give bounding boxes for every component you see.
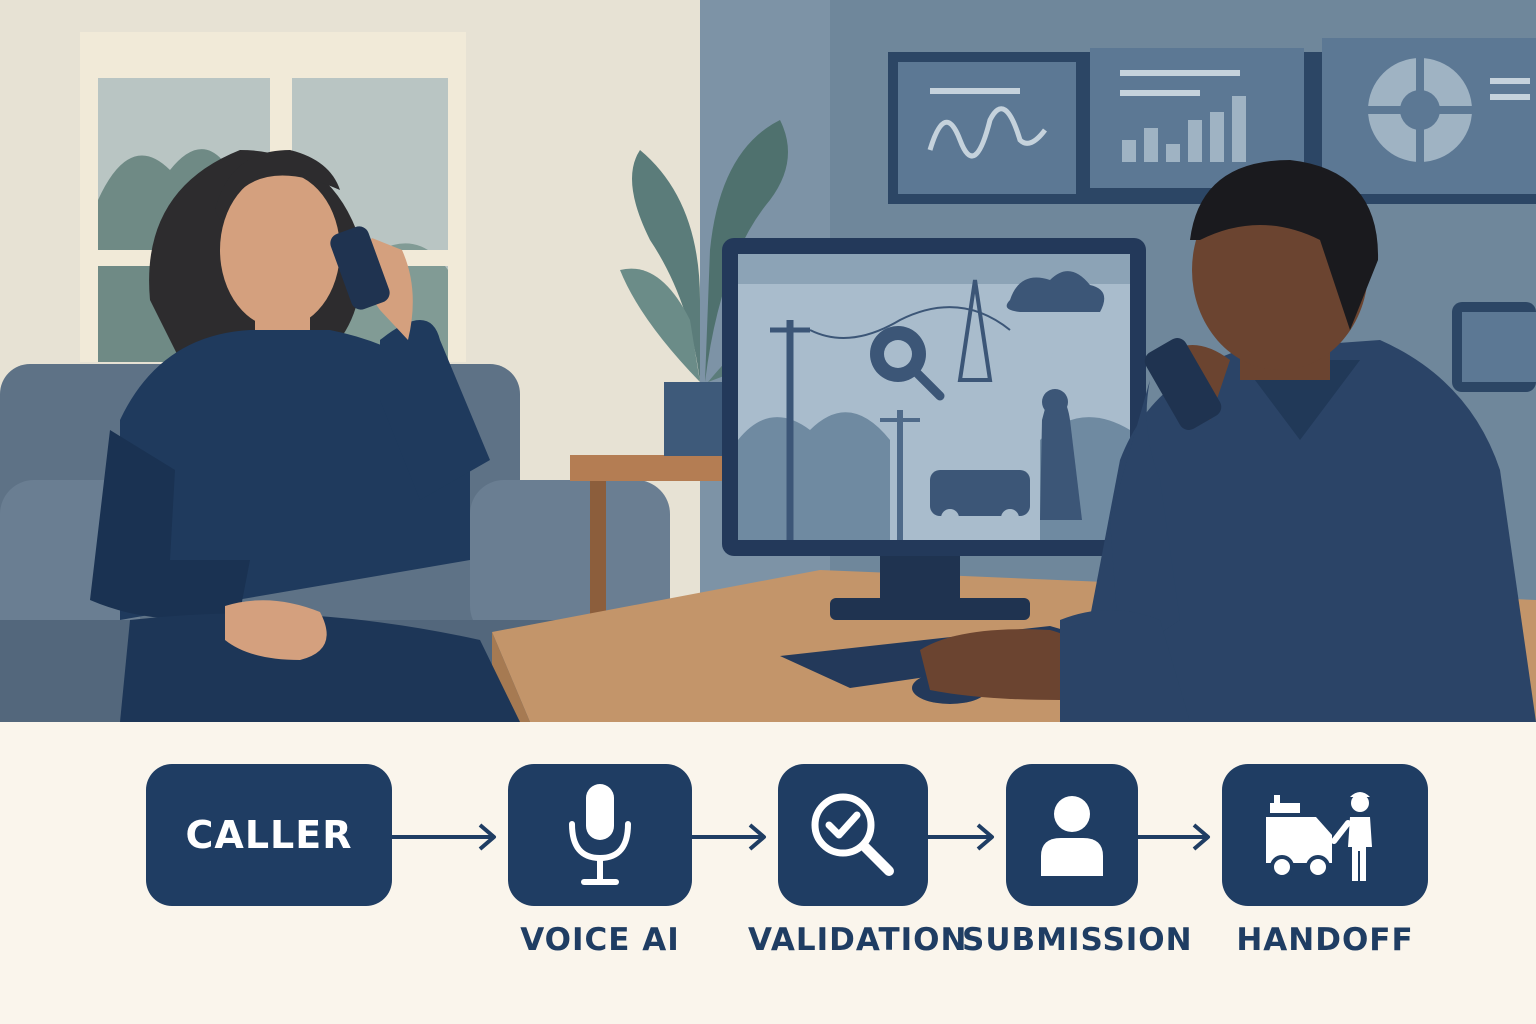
caller-label: CALLER — [185, 813, 353, 857]
magnifier-check-icon — [811, 793, 894, 876]
submission-node — [1006, 764, 1138, 906]
arrow-submission-to-handoff — [1138, 823, 1210, 851]
caller-node: CALLER — [146, 764, 392, 906]
step-label-validation: VALIDATION — [748, 922, 968, 958]
step-label-handoff: HANDOFF — [1236, 922, 1414, 958]
microphone-icon — [569, 784, 631, 885]
arrow-voice-ai-to-validation — [692, 823, 766, 851]
person-icon — [1041, 796, 1103, 876]
wall-dashboards — [888, 38, 1536, 204]
arrow-validation-to-submission — [928, 823, 994, 851]
step-label-submission: SUBMISSION — [962, 922, 1193, 958]
scene-illustration — [0, 0, 1536, 722]
validation-node — [778, 764, 928, 906]
step-label-voice-ai: VOICE AI — [520, 922, 680, 958]
computer-monitor — [722, 238, 1146, 620]
worker-truck-icon — [1266, 792, 1372, 881]
man-operator — [920, 160, 1536, 722]
woman-caller — [90, 150, 520, 722]
arrow-caller-to-voice-ai — [392, 823, 496, 851]
voice-ai-node — [508, 764, 692, 906]
process-flow: CALLER VOICE AI VALIDATION — [0, 722, 1536, 1024]
handoff-node — [1222, 764, 1428, 906]
